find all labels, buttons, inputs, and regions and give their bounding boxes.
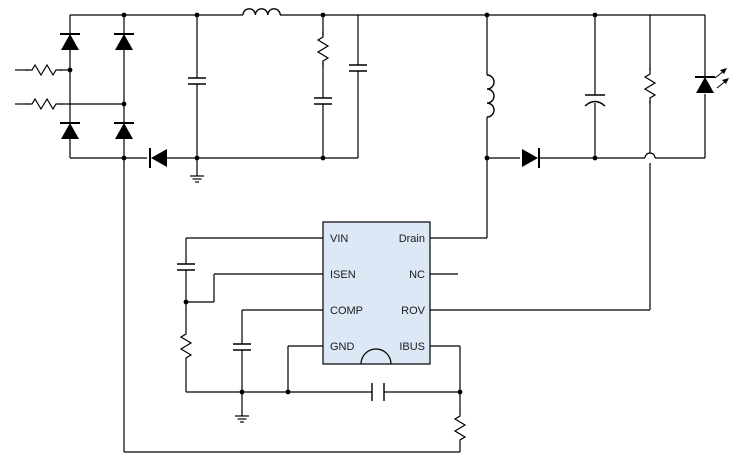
- pin-drain: Drain: [399, 233, 425, 245]
- junction-dots: [67, 12, 598, 395]
- led-icon: [695, 68, 729, 93]
- pin-vin: VIN: [330, 233, 348, 245]
- ground-icon: [234, 409, 250, 423]
- bridge-diode-4: [113, 122, 135, 140]
- bridge-diode-3: [59, 122, 81, 140]
- bridge-diode-1: [59, 33, 81, 51]
- pin-isen: ISEN: [330, 269, 356, 281]
- ibus-resistor: [454, 409, 466, 447]
- supply-diode: [149, 148, 167, 168]
- snubber-resistor: [317, 30, 329, 68]
- pin-ibus: IBUS: [399, 341, 425, 353]
- vin-capacitor: [176, 263, 196, 271]
- bridge-diode-2: [113, 33, 135, 51]
- pin-nc: NC: [409, 269, 425, 281]
- snubber-capacitor: [313, 97, 333, 105]
- ground-icon: [189, 169, 205, 183]
- output-diode: [522, 148, 540, 168]
- ic-body: [322, 221, 431, 365]
- pin-rov: ROV: [401, 305, 426, 317]
- pi-capacitor: [348, 64, 368, 72]
- input-resistor-2: [25, 98, 63, 110]
- coupling-capacitor: [371, 383, 385, 401]
- inductor-drain: [486, 74, 495, 118]
- inductor-top: [242, 8, 281, 16]
- ic-notch: [360, 348, 392, 365]
- vin-resistor: [180, 327, 192, 365]
- controller-ic: VIN ISEN COMP GND Drain NC ROV IBUS: [322, 221, 431, 365]
- comp-capacitor: [232, 343, 252, 351]
- output-resistor: [644, 67, 656, 105]
- input-capacitor: [187, 77, 207, 85]
- pin-comp: COMP: [330, 305, 363, 317]
- output-capacitor: [584, 94, 606, 107]
- pin-gnd: GND: [330, 341, 355, 353]
- input-resistor-1: [25, 64, 63, 76]
